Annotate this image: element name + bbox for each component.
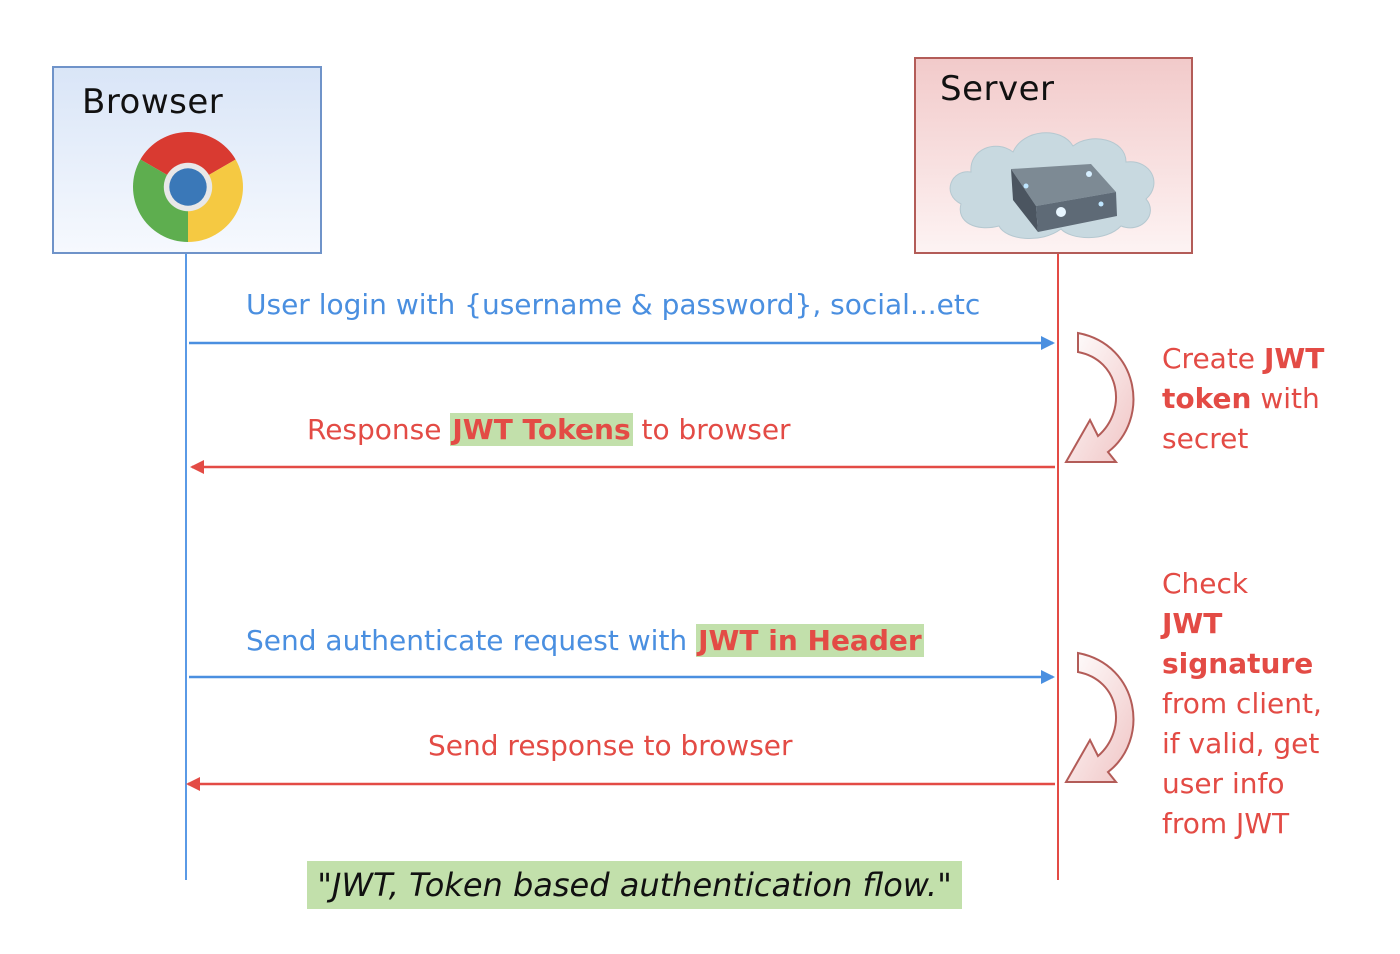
note-bold-text: JWT xyxy=(1263,342,1325,375)
browser-title: Browser xyxy=(82,82,224,122)
message-text: to browser xyxy=(632,413,791,446)
note-line: user info xyxy=(1162,764,1322,804)
note-line: signature xyxy=(1162,644,1322,684)
note-bold-text: token xyxy=(1162,382,1252,415)
note-text: Create xyxy=(1162,342,1264,375)
server-lifeline xyxy=(1057,254,1059,880)
server-title: Server xyxy=(940,69,1055,109)
cloud-server-icon xyxy=(949,132,1155,240)
note-text: Check xyxy=(1162,567,1249,600)
note-text: from client, xyxy=(1162,687,1322,720)
message-final-response-label: Send response to browser xyxy=(428,729,793,762)
note-text: if valid, get xyxy=(1162,727,1320,760)
note-text: with xyxy=(1251,382,1320,415)
curved-arrow-icon xyxy=(1064,651,1135,783)
note-line: Create JWT xyxy=(1162,339,1324,379)
note-line: Check xyxy=(1162,564,1322,604)
chrome-icon xyxy=(133,132,243,242)
message-text: Send authenticate request with xyxy=(246,624,697,657)
note-line: from JWT xyxy=(1162,804,1322,844)
note-text: from JWT xyxy=(1162,807,1290,840)
jwt-tokens-highlight: JWT Tokens xyxy=(450,413,633,446)
server-actor-box: Server xyxy=(914,57,1193,254)
browser-actor-box: Browser xyxy=(52,66,322,254)
note-line: from client, xyxy=(1162,684,1322,724)
curved-arrow-icon xyxy=(1064,331,1135,463)
note-bold-text: signature xyxy=(1162,647,1314,680)
message-auth-request-label: Send authenticate request with JWT in He… xyxy=(246,624,924,657)
message-text: Response xyxy=(307,413,451,446)
note-text: secret xyxy=(1162,422,1249,455)
note-bold-text: JWT xyxy=(1162,607,1223,640)
browser-lifeline xyxy=(185,254,187,880)
message-login-label: User login with {username & password}, s… xyxy=(246,288,981,321)
note-text: user info xyxy=(1162,767,1285,800)
note-line: JWT xyxy=(1162,604,1322,644)
note-line: secret xyxy=(1162,419,1324,459)
jwt-header-highlight: JWT in Header xyxy=(696,624,924,657)
message-jwt-response-label: Response JWT Tokens to browser xyxy=(307,413,791,446)
caption: "JWT, Token based authentication flow." xyxy=(307,861,962,909)
note-line: if valid, get xyxy=(1162,724,1322,764)
note-line: token with xyxy=(1162,379,1324,419)
